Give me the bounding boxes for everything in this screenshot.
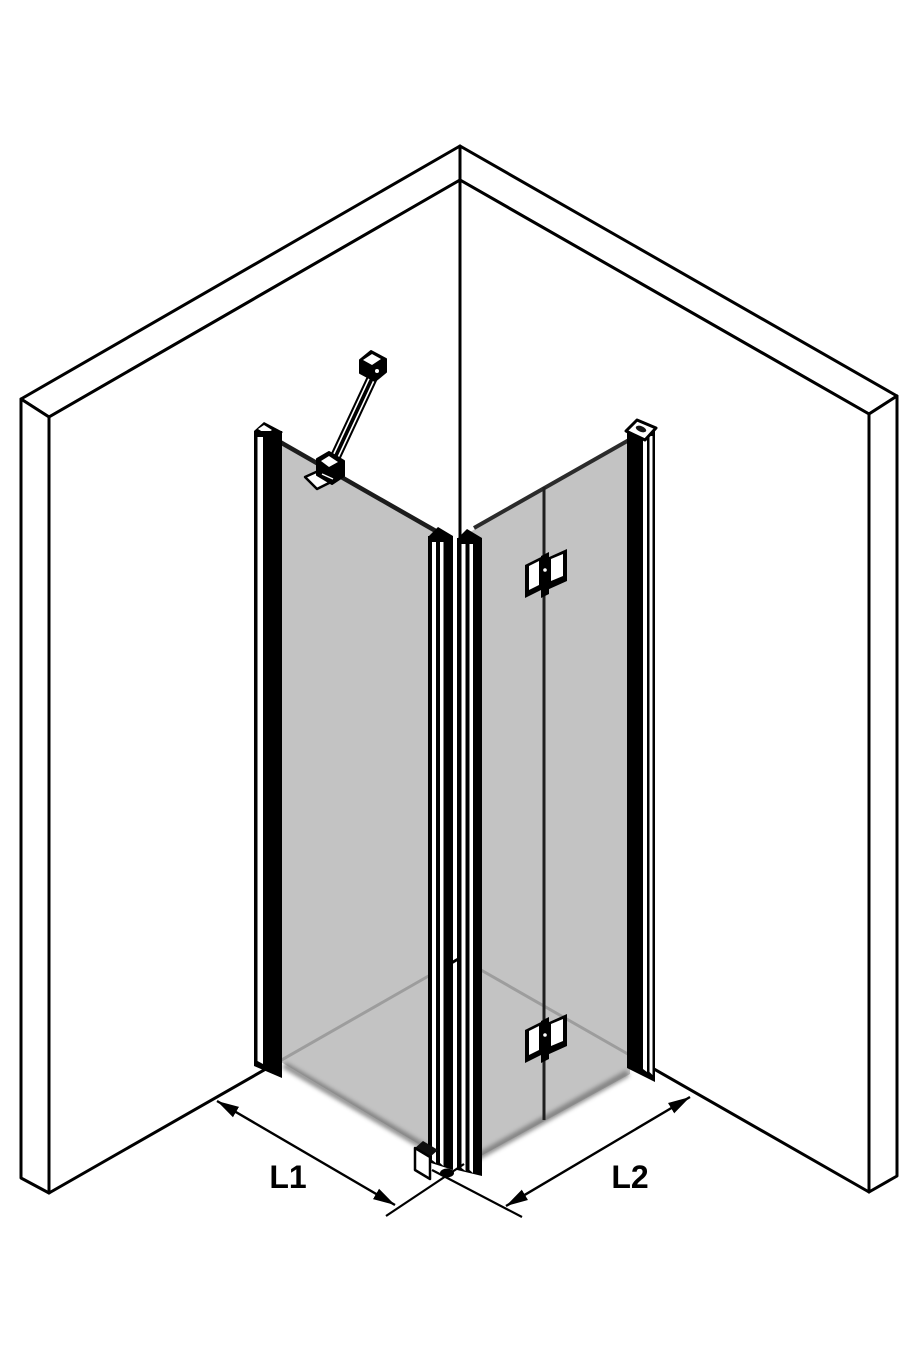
bifold-door xyxy=(470,438,630,1164)
support-bar-rod-highlight-2 xyxy=(329,370,374,462)
hinge-bottom-left-plate-face xyxy=(529,1026,539,1055)
hinge-bottom xyxy=(525,1014,567,1063)
dimension-l1-arrow xyxy=(216,1099,396,1207)
dimension-l2-label: L2 xyxy=(611,1159,648,1195)
bottom-bracket xyxy=(413,1141,438,1181)
center-post-left-stripe-2 xyxy=(440,542,444,1166)
support-bar-clamp-face xyxy=(321,456,338,467)
wall-profile-right-cap-hole xyxy=(635,425,647,433)
wall-profile-right-body xyxy=(627,430,655,1082)
fixed-panel xyxy=(278,440,450,1163)
hinge-top-left-plate-face xyxy=(529,561,539,590)
bottom-bracket-top-face xyxy=(415,1141,438,1157)
hinge-bottom-right-plate-face xyxy=(551,1019,563,1046)
dimension-annotations xyxy=(216,1095,691,1218)
center-post-right-stripe-2 xyxy=(469,544,473,1173)
center-post xyxy=(428,527,482,1178)
extension-line-right xyxy=(431,1169,523,1218)
support-bar-wall-mount-face xyxy=(363,354,381,365)
bifold-door-top-edge xyxy=(473,438,630,530)
bifold-door-glass xyxy=(470,441,630,1162)
wall-profile-left-stripe xyxy=(257,437,263,1064)
hinge-bottom-pin xyxy=(543,1033,547,1037)
center-post-right-stripe-1 xyxy=(461,544,466,1171)
hinge-top-right-plate-face xyxy=(551,554,563,581)
wall-profile-right xyxy=(624,418,658,1082)
wall-profile-right-stripe-1 xyxy=(643,436,647,1072)
hinge-top xyxy=(525,549,567,598)
support-bar-rod xyxy=(327,366,381,468)
support-bar-wall-mount-dot xyxy=(375,369,379,373)
fixed-panel-top-edge xyxy=(278,440,450,540)
center-post-left-stripe-1 xyxy=(432,542,436,1163)
wall-profile-right-stripe-2 xyxy=(649,436,653,1075)
wall-profile-left xyxy=(254,422,283,1078)
fixed-panel-glass xyxy=(281,443,447,1161)
left-wall-end-face xyxy=(19,397,51,1195)
support-bar xyxy=(303,350,387,491)
support-bar-rod-highlight-1 xyxy=(334,372,379,464)
dimension-l2-arrow xyxy=(505,1095,691,1208)
dimension-l1-label: L1 xyxy=(269,1159,306,1195)
support-bar-clamp-highlight xyxy=(321,473,334,480)
bottom-bracket-front-face xyxy=(413,1146,432,1181)
hinge-top-pin xyxy=(543,568,547,572)
right-wall-end-face xyxy=(867,394,899,1194)
extension-line-left xyxy=(385,1163,465,1217)
